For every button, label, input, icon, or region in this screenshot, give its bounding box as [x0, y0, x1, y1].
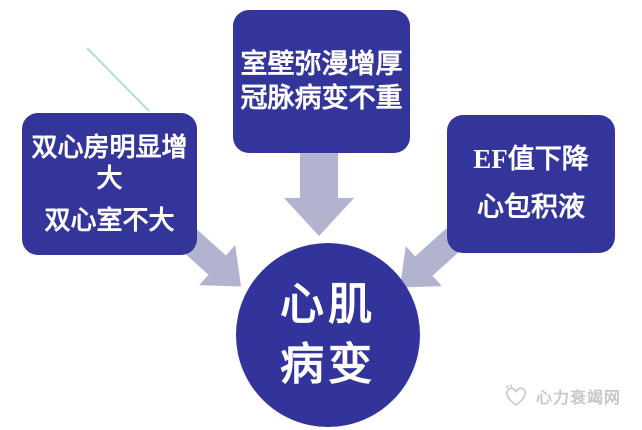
center-text-line: 病变	[280, 340, 376, 389]
node-biatrial-enlargement: 双心房明显增大 双心室不大	[22, 113, 197, 255]
node-text-line: 冠脉病变不重	[240, 82, 403, 113]
heart-logo-icon	[505, 384, 526, 406]
node-ef-decline: EF值下降 心包积液	[447, 115, 615, 253]
node-text-line: EF值下降	[473, 144, 589, 175]
watermark: 心力衰竭网	[503, 384, 621, 408]
center-node-myocardial-lesion: 心肌 病变	[236, 243, 420, 427]
node-text-line: 心包积液	[477, 192, 585, 222]
node-text-line: 双心室不大	[44, 205, 175, 235]
decorative-diagonal-line	[86, 47, 150, 112]
center-text-line: 心肌	[280, 280, 376, 330]
arrow-top-to-center	[284, 152, 354, 236]
node-text-line: 双心房明显增大	[31, 133, 188, 194]
node-wall-thickening: 室壁弥漫增厚 冠脉病变不重	[233, 10, 410, 153]
watermark-text: 心力衰竭网	[536, 390, 622, 407]
node-text-line: 室壁弥漫增厚	[240, 48, 403, 79]
